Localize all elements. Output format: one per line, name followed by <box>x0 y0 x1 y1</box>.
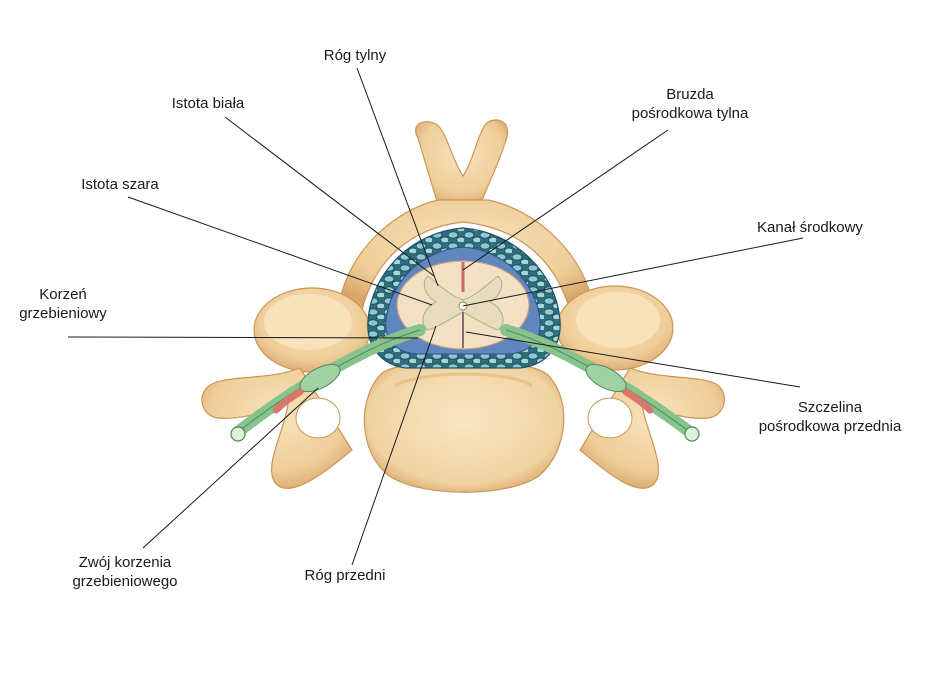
label-szczelina-posrodkowa-przednia: Szczelina pośrodkowa przednia <box>735 398 925 436</box>
label-line: Szczelina <box>797 399 863 416</box>
leader-rog-tylny <box>356 67 439 287</box>
leader-rog-przedni <box>351 325 437 566</box>
label-line: Róg przedni <box>304 567 386 584</box>
label-line: pośrodkowa przednia <box>758 418 902 435</box>
vertebral-body <box>363 359 565 493</box>
leader-zwoj <box>142 387 319 549</box>
spinous-process <box>415 119 509 206</box>
leader-korzen <box>67 336 419 339</box>
label-line: Istota biała <box>171 95 245 112</box>
left-transverse-foramen <box>295 397 341 439</box>
label-rog-przedni: Róg przedni <box>285 566 405 585</box>
label-istota-biala: Istota biała <box>148 94 268 113</box>
label-bruzda-posrodkowa-tylna: Bruzda pośrodkowa tylna <box>605 85 775 123</box>
label-line: Bruzda <box>666 86 714 103</box>
label-line: Kanał środkowy <box>757 219 863 236</box>
gray-matter <box>422 275 504 331</box>
label-line: pośrodkowa tylna <box>631 105 749 122</box>
label-kanal-srodkowy: Kanał środkowy <box>740 218 880 237</box>
leader-lines <box>67 67 804 566</box>
nerve-roots <box>230 324 700 442</box>
vertebra-bone <box>201 119 725 493</box>
label-korzen-grzebieniowy: Korzeń grzebieniowy <box>8 285 118 323</box>
label-zwoj-korzenia-grzebieniowego: Zwój korzenia grzebieniowego <box>50 553 200 591</box>
label-line: Róg tylny <box>323 47 387 64</box>
leader-szczelina <box>465 331 801 388</box>
label-istota-szara: Istota szara <box>60 175 180 194</box>
left-ganglion <box>299 363 341 393</box>
label-line: Istota szara <box>81 176 159 193</box>
leader-istota-biala <box>224 116 435 277</box>
leader-bruzda <box>462 129 669 271</box>
label-line: Zwój korzenia <box>78 554 172 571</box>
right-transverse-foramen <box>587 397 633 439</box>
leader-kanal <box>462 237 804 307</box>
label-line: grzebieniowy <box>19 305 107 322</box>
right-ganglion <box>585 363 627 393</box>
label-line: Korzeń <box>39 286 87 303</box>
leader-istota-szara <box>127 196 433 306</box>
label-line: grzebieniowego <box>72 573 178 590</box>
label-rog-tylny: Róg tylny <box>300 46 410 65</box>
